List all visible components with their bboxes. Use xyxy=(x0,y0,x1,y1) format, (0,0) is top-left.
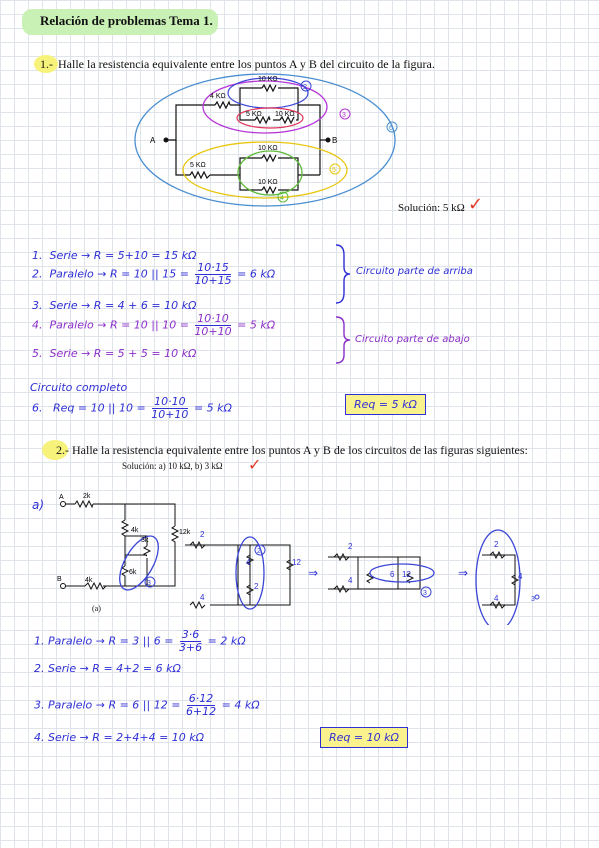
svg-text:2: 2 xyxy=(494,540,499,549)
svg-text:12: 12 xyxy=(402,570,411,579)
svg-text:4: 4 xyxy=(518,572,523,581)
problem2-check-icon: ✓ xyxy=(248,455,262,474)
brace-top xyxy=(335,244,351,304)
title-highlight xyxy=(22,9,218,35)
svg-text:4k: 4k xyxy=(131,527,139,534)
problem1-statement: Halle la resistencia equivalente entre l… xyxy=(58,57,435,71)
svg-text:4: 4 xyxy=(246,558,251,567)
svg-text:A: A xyxy=(59,494,64,501)
p1-step-1: 1. Serie → R = 5+10 = 15 kΩ xyxy=(32,249,197,262)
svg-text:⇒: ⇒ xyxy=(458,566,468,580)
problem2-number-highlight xyxy=(42,440,68,460)
svg-text:10 KΩ: 10 KΩ xyxy=(275,111,295,118)
svg-text:2: 2 xyxy=(254,582,259,591)
problem1-number: 1.- xyxy=(40,57,53,71)
svg-text:2: 2 xyxy=(348,542,353,551)
svg-text:12: 12 xyxy=(292,558,301,567)
svg-text:⇒: ⇒ xyxy=(308,566,318,580)
part-a-label: a) xyxy=(32,498,45,512)
figure-a-caption: (a) xyxy=(92,604,101,613)
brace-note-bottom: Circuito parte de abajo xyxy=(355,334,470,345)
svg-text:3k: 3k xyxy=(141,537,149,544)
problem2-solution: Solución: a) 10 kΩ, b) 3 kΩ xyxy=(122,461,223,471)
problem2-number: 2.- xyxy=(56,443,69,457)
p1-complete-label: Circuito completo xyxy=(30,381,128,394)
p2-step-4: 4. Serie → R = 2+4+4 = 10 kΩ xyxy=(34,731,205,744)
svg-text:2: 2 xyxy=(200,530,205,539)
svg-text:5 KΩ: 5 KΩ xyxy=(246,111,262,118)
brace-note-top: Circuito parte de arriba xyxy=(356,266,473,277)
p1-final-result-box: Req = 5 kΩ xyxy=(345,394,426,415)
svg-text:4: 4 xyxy=(494,594,499,603)
problem2-circuit-a: 3 A B 2k 4k 12k 3k 6k 4k xyxy=(57,493,191,591)
svg-text:2k: 2k xyxy=(83,493,91,500)
svg-text:5 KΩ: 5 KΩ xyxy=(190,162,206,169)
problem1-number-highlight xyxy=(34,55,58,73)
p2-step-2: 2. Serie → R = 4+2 = 6 kΩ xyxy=(34,662,181,675)
p1-step-5: 5. Serie → R = 5 + 5 = 10 kΩ xyxy=(32,347,197,360)
svg-text:4k: 4k xyxy=(85,577,93,584)
reduction-sketches: ⇒ ⇒ 2 4 2 12 4 2 4 6 12 2 4 4 2 3 3 xyxy=(185,529,540,625)
problem2-statement: Halle la resistencia equivalente entre l… xyxy=(72,443,528,457)
svg-text:3: 3 xyxy=(531,596,535,603)
problem1-check-icon: ✓ xyxy=(468,194,484,215)
node-b-label: B xyxy=(332,136,337,145)
svg-text:4: 4 xyxy=(348,576,353,585)
svg-text:3: 3 xyxy=(423,590,427,597)
svg-text:4: 4 xyxy=(280,195,284,202)
svg-text:4: 4 xyxy=(200,593,205,602)
svg-text:10 KΩ: 10 KΩ xyxy=(258,76,278,83)
problem1-circuit: A B 4 KΩ 10 KΩ 5 KΩ 10 KΩ 10 KΩ 5 KΩ 10 … xyxy=(134,73,398,207)
svg-text:10 KΩ: 10 KΩ xyxy=(258,179,278,186)
p2-final-result-box: Req = 10 kΩ xyxy=(320,727,408,748)
svg-text:2: 2 xyxy=(257,548,261,555)
svg-text:3: 3 xyxy=(342,112,346,119)
problem2-statement-block: 2.- Halle la resistencia equivalente ent… xyxy=(56,443,528,458)
node-a-label: A xyxy=(150,136,156,145)
svg-text:10 KΩ: 10 KΩ xyxy=(258,145,278,152)
svg-text:6k: 6k xyxy=(129,569,137,576)
svg-text:12k: 12k xyxy=(179,529,191,536)
svg-text:B: B xyxy=(57,576,62,583)
page-title: Relación de problemas Tema 1. xyxy=(40,13,213,28)
svg-text:6: 6 xyxy=(390,570,395,579)
brace-bottom xyxy=(335,316,351,364)
problem1-solution: Solución: 5 kΩ xyxy=(398,202,465,214)
svg-text:4 KΩ: 4 KΩ xyxy=(210,93,226,100)
svg-text:3: 3 xyxy=(147,580,151,587)
svg-text:5: 5 xyxy=(332,167,336,174)
p1-step-3: 3. Serie → R = 4 + 6 = 10 kΩ xyxy=(32,299,197,312)
svg-text:6: 6 xyxy=(389,125,393,132)
svg-text:2: 2 xyxy=(303,84,307,91)
